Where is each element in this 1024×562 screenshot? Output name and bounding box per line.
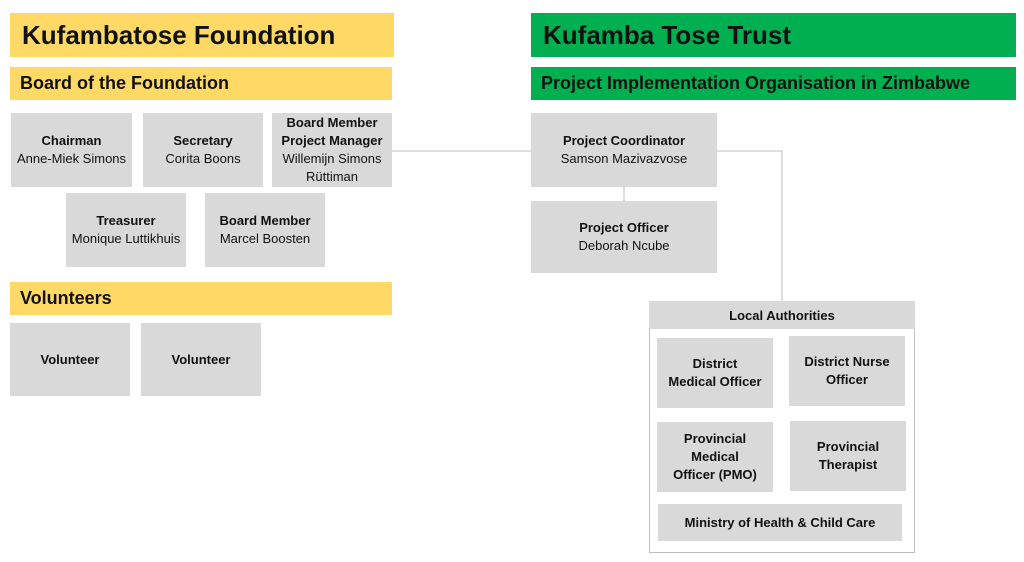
project-officer-title: Project Officer: [579, 220, 669, 235]
board-member-project-manager-name: Willemijn Simons Rüttiman: [282, 151, 382, 184]
volunteer-title: Volunteer: [171, 351, 231, 367]
secretary-title: Secretary: [173, 133, 233, 148]
local-authorities-title: Local Authorities: [729, 307, 835, 323]
volunteers-title-text: Volunteers: [20, 288, 112, 308]
provincial-medical-officer-box: Provincial Medical Officer (PMO): [657, 422, 773, 492]
local-authorities-header: Local Authorities: [649, 301, 915, 329]
board-member-name: Marcel Boosten: [219, 231, 311, 246]
foundation-title: Kufambatose Foundation: [10, 13, 394, 57]
board-member-box: Board Member Marcel Boosten: [205, 193, 325, 267]
volunteer-box: Volunteer: [10, 323, 130, 396]
district-nurse-officer-title: District Nurse Officer: [804, 354, 890, 387]
project-coordinator-name: Samson Mazivazvose: [560, 151, 688, 166]
project-officer-box: Project Officer Deborah Ncube: [531, 201, 717, 273]
trust-subtitle: Project Implementation Organisation in Z…: [531, 67, 1016, 100]
trust-subtitle-text: Project Implementation Organisation in Z…: [541, 73, 971, 93]
secretary-box: Secretary Corita Boons: [143, 113, 263, 187]
provincial-therapist-box: Provincial Therapist: [790, 421, 906, 491]
trust-title-text: Kufamba Tose Trust: [543, 19, 792, 50]
board-member-title: Board Member: [219, 213, 311, 228]
treasurer-box: Treasurer Monique Luttikhuis: [66, 193, 186, 267]
district-medical-officer-title: District Medical Officer: [668, 356, 762, 389]
project-officer-name: Deborah Ncube: [578, 238, 670, 253]
coordinator-to-authorities-line: [717, 150, 783, 301]
secretary-name: Corita Boons: [165, 151, 241, 166]
volunteers-title: Volunteers: [10, 282, 392, 315]
district-nurse-officer-box: District Nurse Officer: [789, 336, 905, 406]
project-coordinator-title: Project Coordinator: [562, 133, 686, 148]
ministry-of-health-title: Ministry of Health & Child Care: [684, 514, 876, 530]
chairman-name: Anne-Miek Simons: [16, 151, 127, 166]
district-medical-officer-box: District Medical Officer: [657, 338, 773, 408]
volunteer-title: Volunteer: [40, 351, 100, 367]
provincial-medical-officer-title: Provincial Medical Officer (PMO): [673, 431, 757, 482]
board-member-project-manager-title: Board Member Project Manager: [281, 115, 383, 148]
treasurer-title: Treasurer: [96, 213, 156, 228]
volunteer-box: Volunteer: [141, 323, 261, 396]
treasurer-name: Monique Luttikhuis: [71, 231, 181, 246]
foundation-title-text: Kufambatose Foundation: [22, 19, 336, 50]
chairman-box: Chairman Anne-Miek Simons: [11, 113, 132, 187]
provincial-therapist-title: Provincial Therapist: [816, 439, 880, 472]
ministry-of-health-box: Ministry of Health & Child Care: [658, 504, 902, 541]
project-coordinator-box: Project Coordinator Samson Mazivazvose: [531, 113, 717, 187]
board-member-project-manager-box: Board Member Project Manager Willemijn S…: [272, 113, 392, 187]
board-title: Board of the Foundation: [10, 67, 392, 100]
board-title-text: Board of the Foundation: [20, 73, 229, 93]
chairman-title: Chairman: [41, 133, 102, 148]
trust-title: Kufamba Tose Trust: [531, 13, 1016, 57]
